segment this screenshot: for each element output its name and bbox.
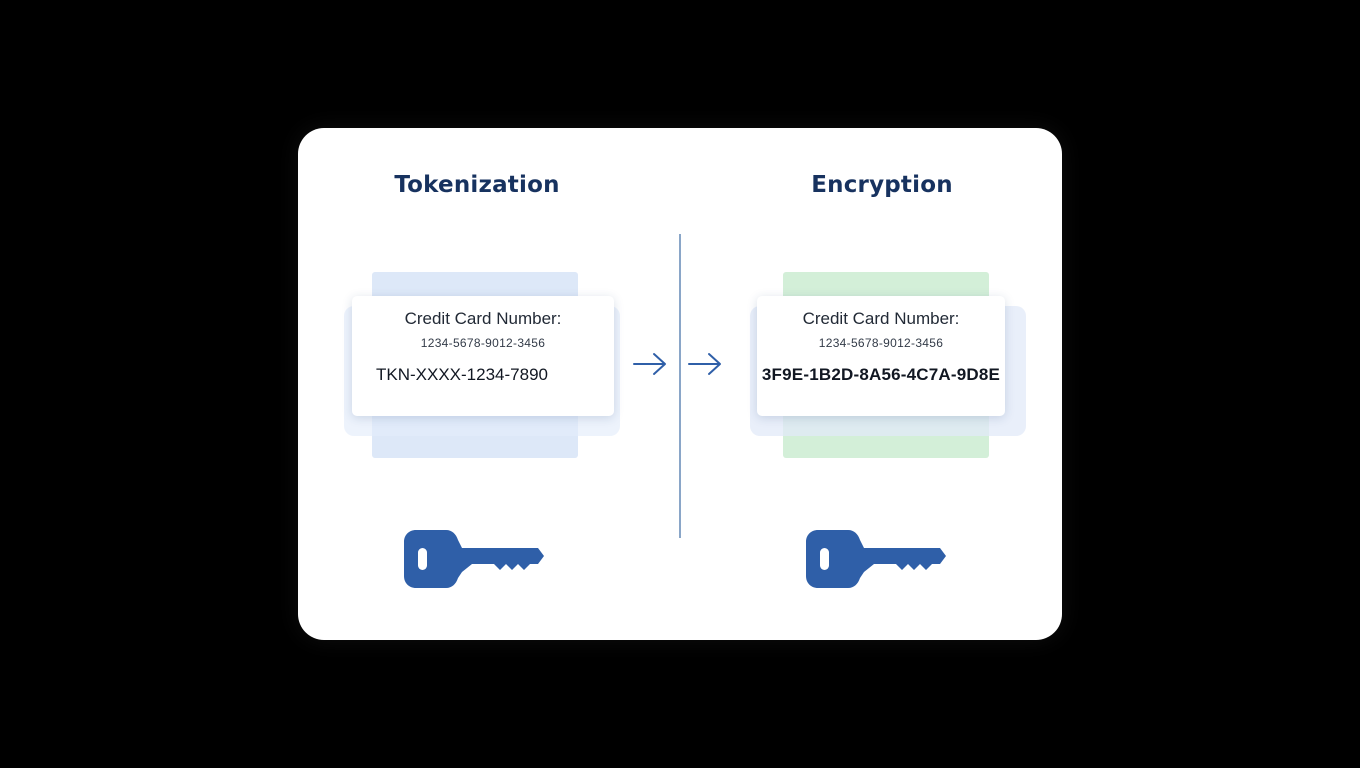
comparison-panel: Tokenization Encryption Credit Card Numb…: [298, 128, 1062, 640]
tokenization-title: Tokenization: [394, 172, 560, 198]
ciphertext-value: 3F9E-1B2D-8A56-4C7A-9D8E: [761, 365, 1001, 384]
tokenization-card-label: Credit Card Number:: [404, 309, 562, 328]
encryption-card-number: 1234-5678-9012-3456: [818, 336, 944, 350]
tokenization-card: Credit Card Number: 1234-5678-9012-3456 …: [352, 296, 614, 416]
key-icon: [404, 530, 544, 588]
key-icon: [806, 530, 946, 588]
tokenization-card-number: 1234-5678-9012-3456: [420, 336, 546, 350]
encryption-card: Credit Card Number: 1234-5678-9012-3456 …: [757, 296, 1005, 416]
token-value: TKN-XXXX-1234-7890: [376, 365, 548, 384]
encryption-card-label: Credit Card Number:: [802, 309, 960, 328]
center-divider: [679, 234, 681, 538]
arrow-right-icon: [688, 353, 721, 375]
arrow-right-icon: [633, 353, 666, 375]
encryption-title: Encryption: [811, 172, 953, 198]
